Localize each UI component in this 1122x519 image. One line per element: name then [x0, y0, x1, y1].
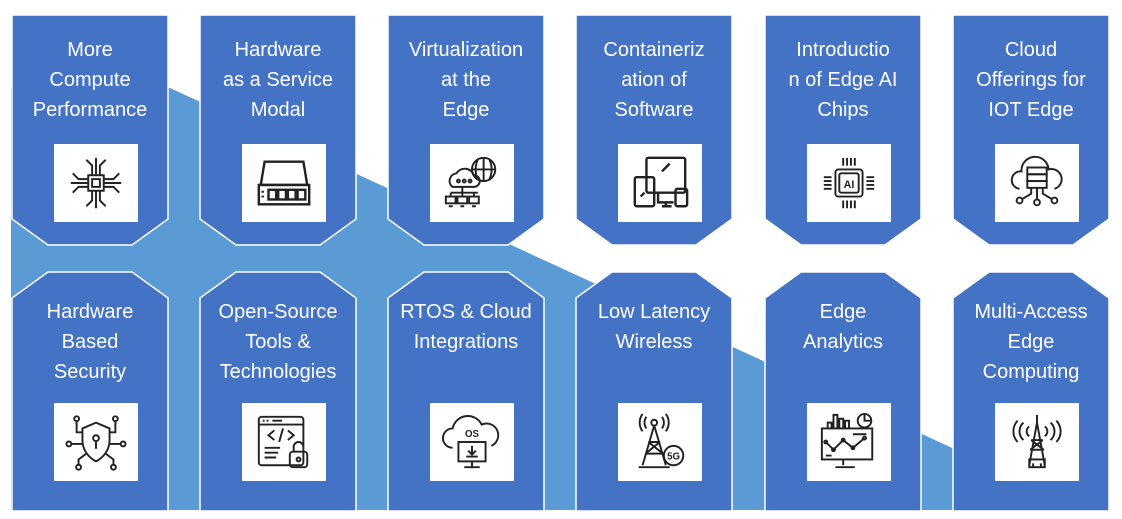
code-window-lock-icon	[242, 403, 326, 481]
card-title-line: Edge	[819, 301, 867, 323]
card-title-line: Offerings for	[976, 69, 1086, 91]
card-containerization-of-software: Containeriz ation of Software	[575, 15, 733, 246]
shield-circuit-icon-glyph	[65, 415, 127, 471]
card-title-line: Virtualization	[408, 39, 524, 61]
card-title-line: Wireless	[615, 331, 693, 353]
cloud-network-globe-icon-glyph	[444, 156, 497, 208]
multi-device-icon-glyph	[633, 156, 689, 208]
card-title-line: Analytics	[802, 331, 884, 353]
multi-device-icon	[618, 144, 702, 222]
card-title-line: Multi-Access	[974, 301, 1088, 323]
card-title-line: Software	[614, 99, 694, 121]
ai-chip-icon-glyph: AI	[823, 157, 875, 209]
card-title-line: Cloud	[1004, 39, 1058, 61]
card-title-line: as a Service	[222, 69, 334, 91]
cloud-server-icon-glyph	[1010, 155, 1063, 207]
card-title-line: Introductio	[796, 39, 890, 61]
card-title-line: Performance	[32, 99, 148, 121]
card-title-line: ation of	[621, 69, 687, 91]
card-title-line: Modal	[250, 99, 306, 121]
os-cloud-monitor-icon-glyph: OS	[441, 415, 500, 469]
card-introduction-of-edge-ai-chips: Introductio n of Edge AI Chips AI	[764, 15, 922, 246]
analytics-monitor-icon	[807, 403, 891, 481]
card-title-line: Edge	[1007, 331, 1055, 353]
svg-text:5G: 5G	[667, 451, 680, 462]
svg-text:AI: AI	[844, 179, 855, 191]
card-title-line: Based	[61, 331, 119, 353]
cloud-server-icon	[995, 144, 1079, 222]
network-switch-icon	[242, 144, 326, 222]
antenna-tower-icon-glyph	[1012, 414, 1062, 469]
card-title-line: RTOS & Cloud	[400, 301, 532, 323]
cloud-network-globe-icon	[430, 144, 514, 222]
5g-tower-icon-glyph: 5G	[638, 413, 685, 469]
5g-tower-icon: 5G	[618, 403, 702, 481]
card-title-line: Tools &	[245, 331, 311, 353]
card-title-line: Hardware	[234, 39, 322, 61]
shield-circuit-icon	[54, 403, 138, 481]
analytics-monitor-icon-glyph	[820, 412, 874, 469]
card-title-line: Edge	[442, 99, 490, 121]
card-title-line: Open-Source	[218, 301, 338, 323]
network-switch-icon-glyph	[257, 160, 311, 206]
card-title-line: Hardware	[46, 301, 134, 323]
card-title-line: Integrations	[413, 331, 519, 353]
code-window-lock-icon-glyph	[257, 415, 309, 469]
card-title-line: Compute	[49, 69, 131, 91]
cpu-circuit-icon-glyph	[70, 157, 122, 209]
card-title-line: n of Edge AI	[788, 69, 898, 91]
card-title-line: Computing	[982, 361, 1080, 383]
card-title-line: Security	[53, 361, 127, 383]
cpu-circuit-icon	[54, 144, 138, 222]
antenna-tower-icon	[995, 403, 1079, 481]
card-title-line: Chips	[817, 99, 869, 121]
svg-text:OS: OS	[465, 429, 480, 440]
card-title-line: More	[67, 39, 113, 61]
ai-chip-icon: AI	[807, 144, 891, 222]
card-title-line: Low Latency	[597, 301, 711, 323]
card-title-line: IOT Edge	[988, 99, 1074, 121]
os-cloud-monitor-icon: OS	[430, 403, 514, 481]
card-title-line: at the	[440, 69, 492, 91]
card-title-line: Technologies	[219, 361, 337, 383]
card-title: Containeriz ation of Software	[577, 35, 731, 125]
card-title: Introductio n of Edge AI Chips	[766, 35, 920, 125]
card-title-line: Containeriz	[603, 39, 705, 61]
